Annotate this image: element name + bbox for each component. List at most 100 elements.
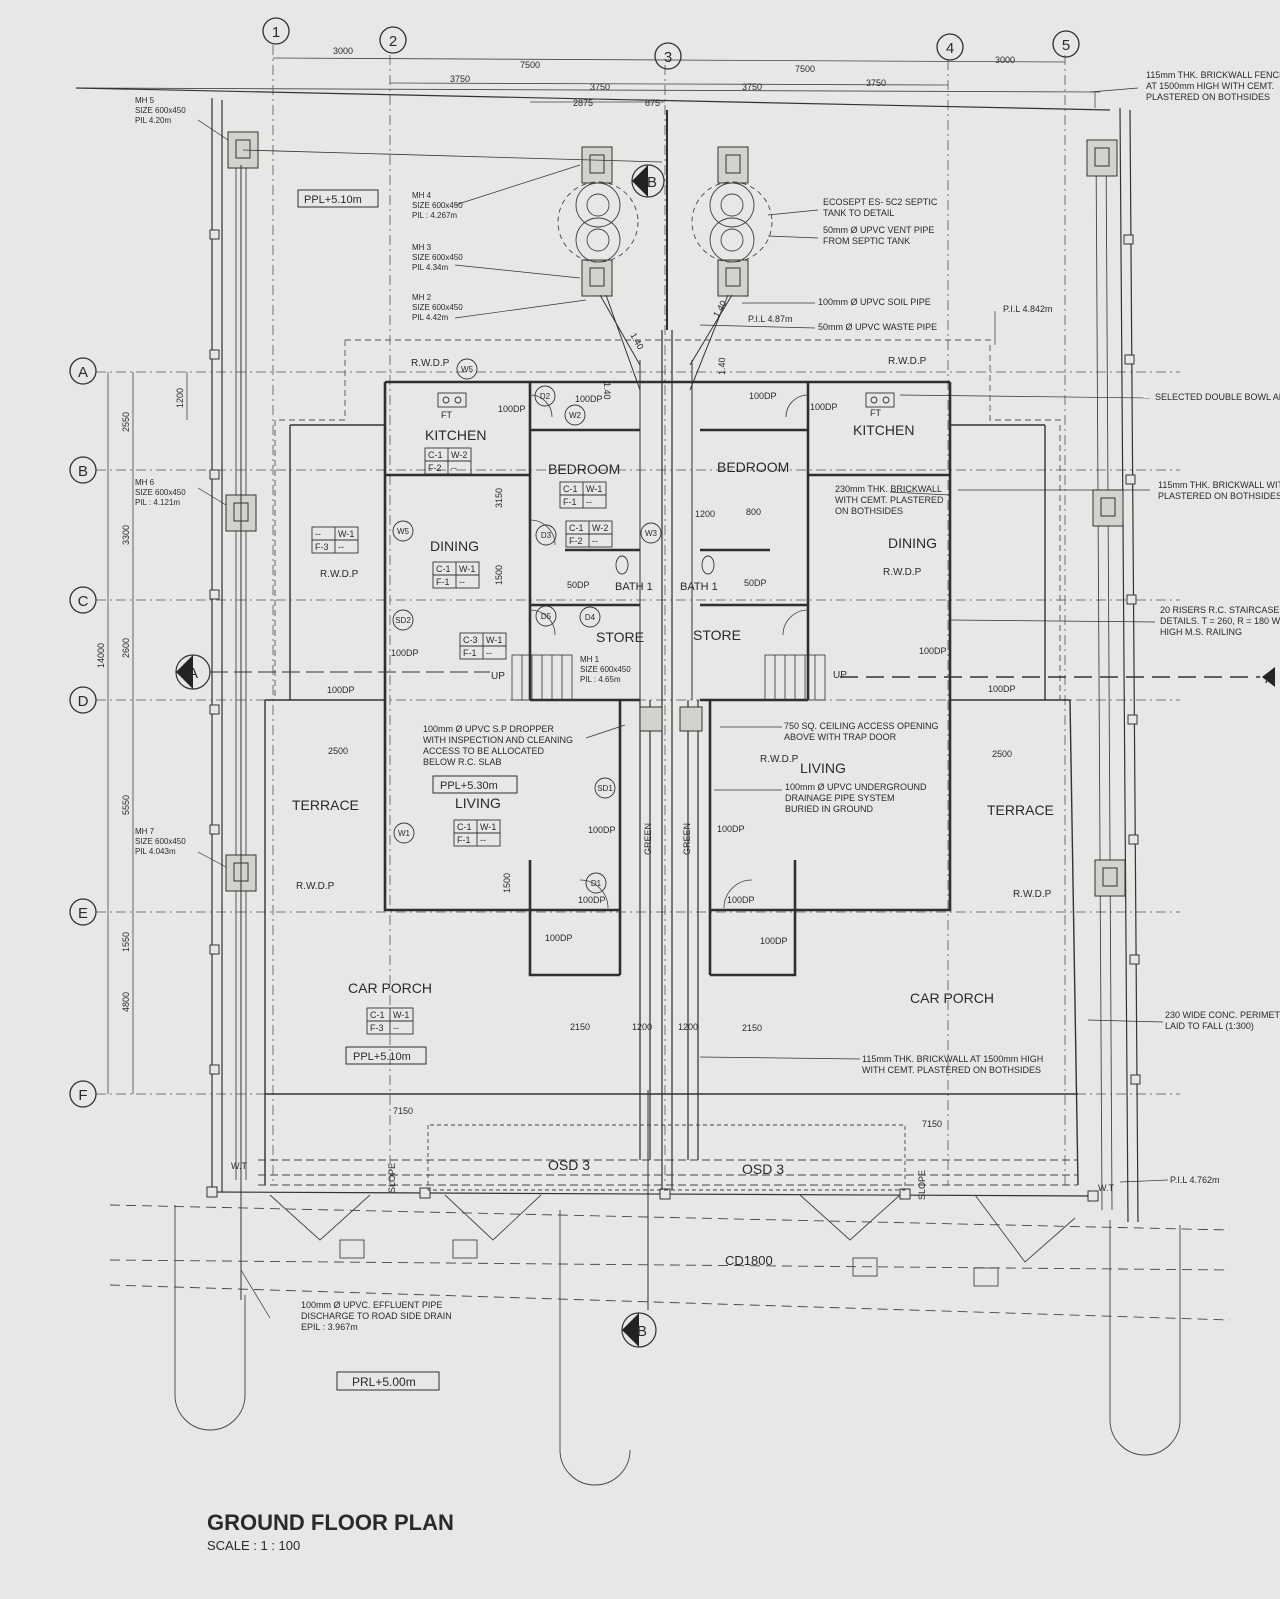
dim-top-3000-left: 3000: [333, 46, 353, 56]
tag-d5: D5: [535, 605, 557, 627]
label-ft: FT: [441, 410, 452, 420]
svg-text:A: A: [78, 364, 88, 381]
finish-code: C-1: [428, 450, 443, 460]
manhole-note-mh4: SIZE 600x450: [412, 201, 463, 210]
note-fence: AT 1500mm HIGH WITH CEMT.: [1146, 81, 1274, 91]
note-vent-pipe: 50mm Ø UPVC VENT PIPE: [823, 225, 934, 235]
manhole-note-mh4: PIL : 4.267m: [412, 211, 457, 220]
note-effluent-pipe: DISCHARGE TO ROAD SIDE DRAIN: [301, 1311, 452, 1321]
note-sp-dropper: ACCESS TO BE ALLOCATED: [423, 746, 545, 756]
top-dimension-lines: [75, 57, 1101, 103]
note-brickwall-230: ON BOTHSIDES: [835, 506, 903, 516]
tag-text: W1: [398, 829, 411, 838]
finish-code: W-1: [486, 635, 502, 645]
note-slope: SLOPE: [387, 1163, 397, 1193]
svg-text:A: A: [1265, 670, 1275, 687]
note-slope: SLOPE: [917, 1170, 927, 1200]
tag-text: W5: [397, 527, 410, 536]
manhole-note-mh5: MH 5: [135, 96, 155, 105]
room-dining-right: DINING: [888, 535, 937, 551]
note-sp-dropper: WITH INSPECTION AND CLEANING: [423, 735, 573, 745]
building-walls: [383, 380, 952, 977]
finish-code: F-2: [428, 463, 442, 473]
label-rwdp: R.W.D.P: [1013, 889, 1052, 900]
tag-text: SD2: [395, 616, 411, 625]
note-effluent-pipe: 100mm Ø UPVC. EFFLUENT PIPE: [301, 1300, 442, 1310]
green-right: GREEN: [682, 823, 692, 855]
label-rwdp: R.W.D.P: [760, 754, 799, 765]
dim-top-3000-right: 3000: [995, 55, 1015, 65]
note-brickwall-230: WITH CEMT. PLASTERED: [835, 495, 944, 505]
svg-text:2: 2: [389, 33, 397, 50]
note-vent-pipe: FROM SEPTIC TANK: [823, 236, 910, 246]
tag-w2: W2: [564, 404, 586, 426]
dim-left-1550: 1550: [121, 932, 131, 952]
dim-2500-left: 2500: [328, 746, 348, 756]
gully-boxes: [339, 1239, 999, 1287]
grid-bubble-row-f: F: [69, 1080, 97, 1108]
manhole-note-mh4: MH 4: [412, 191, 432, 200]
manhole-note-mh3: PIL 4.34m: [412, 263, 449, 272]
dim-top-875: 875: [645, 98, 660, 108]
drawing-scale: SCALE : 1 : 100: [207, 1538, 300, 1553]
note-sp-dropper: 100mm Ø UPVC S.P DROPPER: [423, 724, 554, 734]
note-staircase: HIGH M.S. RAILING: [1160, 627, 1242, 637]
note-staircase: DETAILS. T = 260, R = 180 WI: [1160, 616, 1280, 626]
finish-code: C-1: [563, 484, 578, 494]
svg-text:B: B: [78, 463, 88, 480]
label-100dp: 100DP: [727, 895, 755, 905]
manhole-note-mh7: PIL 4.043m: [135, 847, 176, 856]
level-prl: PRL+5.00m: [336, 1371, 440, 1391]
tag-d4: D4: [579, 606, 601, 628]
finish-code: --: [459, 577, 465, 587]
svg-text:A: A: [188, 665, 198, 682]
fixtures: [437, 392, 895, 575]
finish-code: --: [315, 529, 321, 539]
finish-code: W-1: [459, 564, 475, 574]
label-50dp: 50DP: [567, 580, 590, 590]
note-underground-drainage: 100mm Ø UPVC UNDERGROUND: [785, 782, 927, 792]
svg-text:F: F: [78, 1087, 87, 1104]
tag-d1: D1: [585, 872, 607, 894]
grid-bubble-row-d: D: [69, 686, 97, 714]
svg-text:PPL+5.10m: PPL+5.10m: [353, 1051, 411, 1063]
room-store-right: STORE: [693, 627, 741, 643]
tag-text: SD1: [597, 784, 613, 793]
tag-w1: W1: [393, 822, 415, 844]
tag-text: D1: [591, 879, 602, 888]
tag-d2: D2: [534, 385, 556, 407]
dim-top-2875: 2875: [573, 98, 593, 108]
finish-code: C-1: [569, 523, 584, 533]
label-rwdp: R.W.D.P: [411, 358, 450, 369]
dim-1200-left: 1200: [632, 1022, 652, 1032]
manhole-note-mh5: PIL 4.20m: [135, 116, 172, 125]
section-marker-b-bottom: B: [621, 1312, 657, 1348]
label-100dp: 100DP: [545, 933, 573, 943]
manhole-note-mh5: SIZE 600x450: [135, 106, 186, 115]
grid-bubble-col-4: 4: [936, 33, 964, 61]
note-soil-pipe: 100mm Ø UPVC SOIL PIPE: [818, 297, 931, 307]
tag-text: D3: [541, 531, 552, 540]
dim-140-d: 1.40: [717, 357, 727, 375]
tag-text: W2: [569, 411, 582, 420]
label-100dp: 100DP: [988, 684, 1016, 694]
note-brickwall-115: PLASTERED ON BOTHSIDES: [1158, 491, 1280, 501]
label-50dp: 50DP: [744, 578, 767, 588]
room-bedroom-left: BEDROOM: [548, 461, 620, 477]
room-car-porch-right: CAR PORCH: [910, 990, 994, 1006]
room-store-left: STORE: [596, 629, 644, 645]
manhole-note-mh3: MH 3: [412, 243, 432, 252]
finish-code: F-2: [569, 536, 583, 546]
label-100dp: 100DP: [575, 394, 603, 404]
note-underground-drainage: DRAINAGE PIPE SYSTEM: [785, 793, 895, 803]
grid-bubble-row-e: E: [69, 898, 97, 926]
osd-drain: [109, 1124, 1231, 1486]
svg-text:C: C: [78, 593, 89, 610]
finish-code: F-1: [463, 648, 477, 658]
finish-code: --: [480, 835, 486, 845]
